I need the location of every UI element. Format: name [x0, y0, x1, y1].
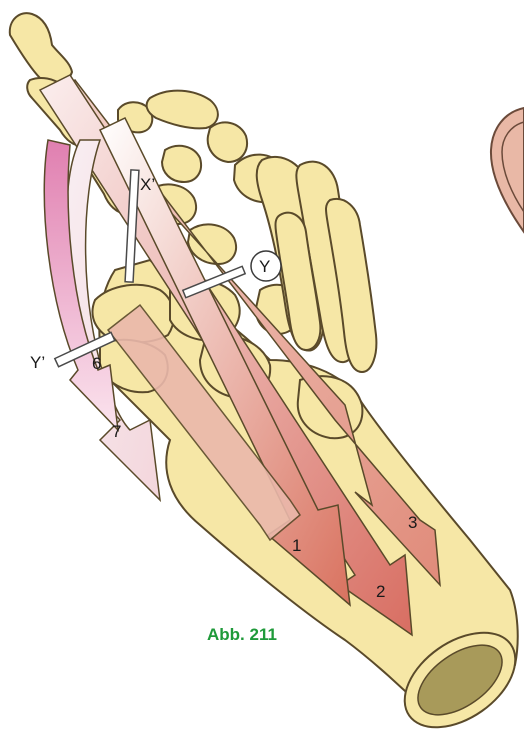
- label-arrow-6: 6: [92, 354, 101, 373]
- label-arrow-7: 7: [112, 422, 121, 441]
- label-arrow-2: 2: [376, 582, 385, 601]
- label-y: Y: [259, 257, 270, 276]
- label-x-prime: X’: [140, 175, 155, 194]
- partial-circle: [491, 108, 524, 232]
- label-arrow-1: 1: [292, 536, 301, 555]
- label-arrow-3: 3: [408, 513, 417, 532]
- figure-caption: Abb. 211: [207, 625, 277, 644]
- label-y-prime: Y’: [30, 353, 45, 372]
